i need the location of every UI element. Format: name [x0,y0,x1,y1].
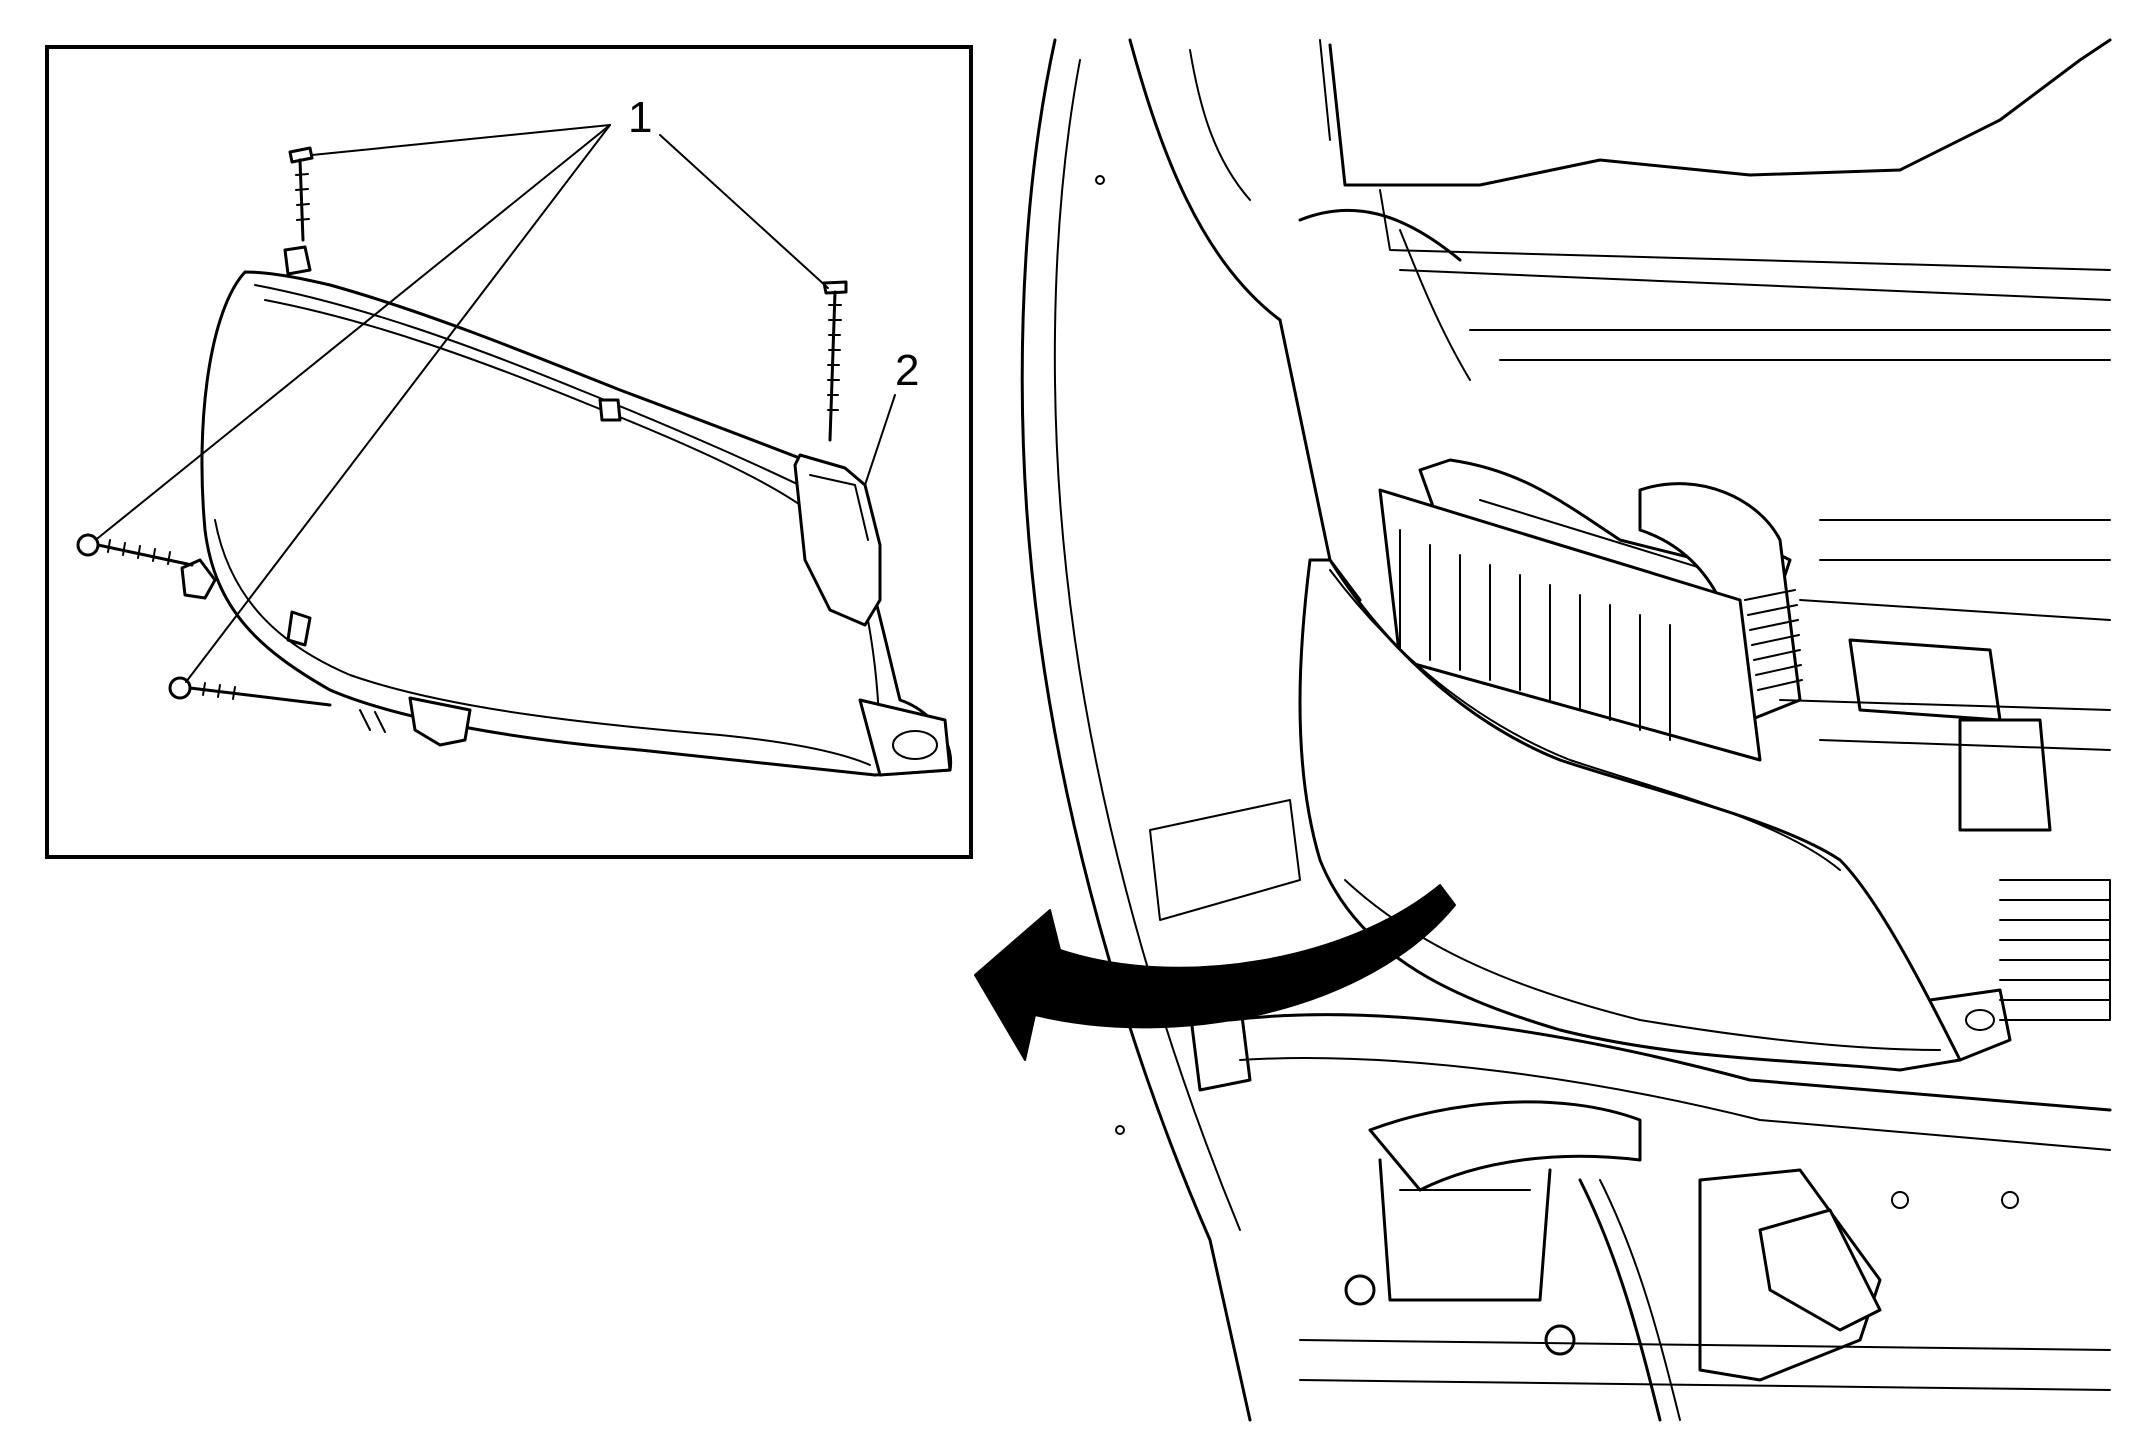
hose-ribs [1744,589,1803,691]
headlamp-assembly [180,245,953,777]
fastener-top [288,146,314,242]
detail-inset: 1 2 [45,45,973,859]
removal-direction-arrow [974,884,1456,1061]
fastener-left [76,533,194,567]
vehicle-front-end [1020,38,2112,1422]
fastener-right [822,280,848,442]
callout-leaders [97,124,896,683]
callout-2-label: 2 [895,346,919,395]
callout-1-label: 1 [628,93,652,142]
fastener-bottom [168,676,332,707]
radiator-fins [1999,899,2111,1001]
